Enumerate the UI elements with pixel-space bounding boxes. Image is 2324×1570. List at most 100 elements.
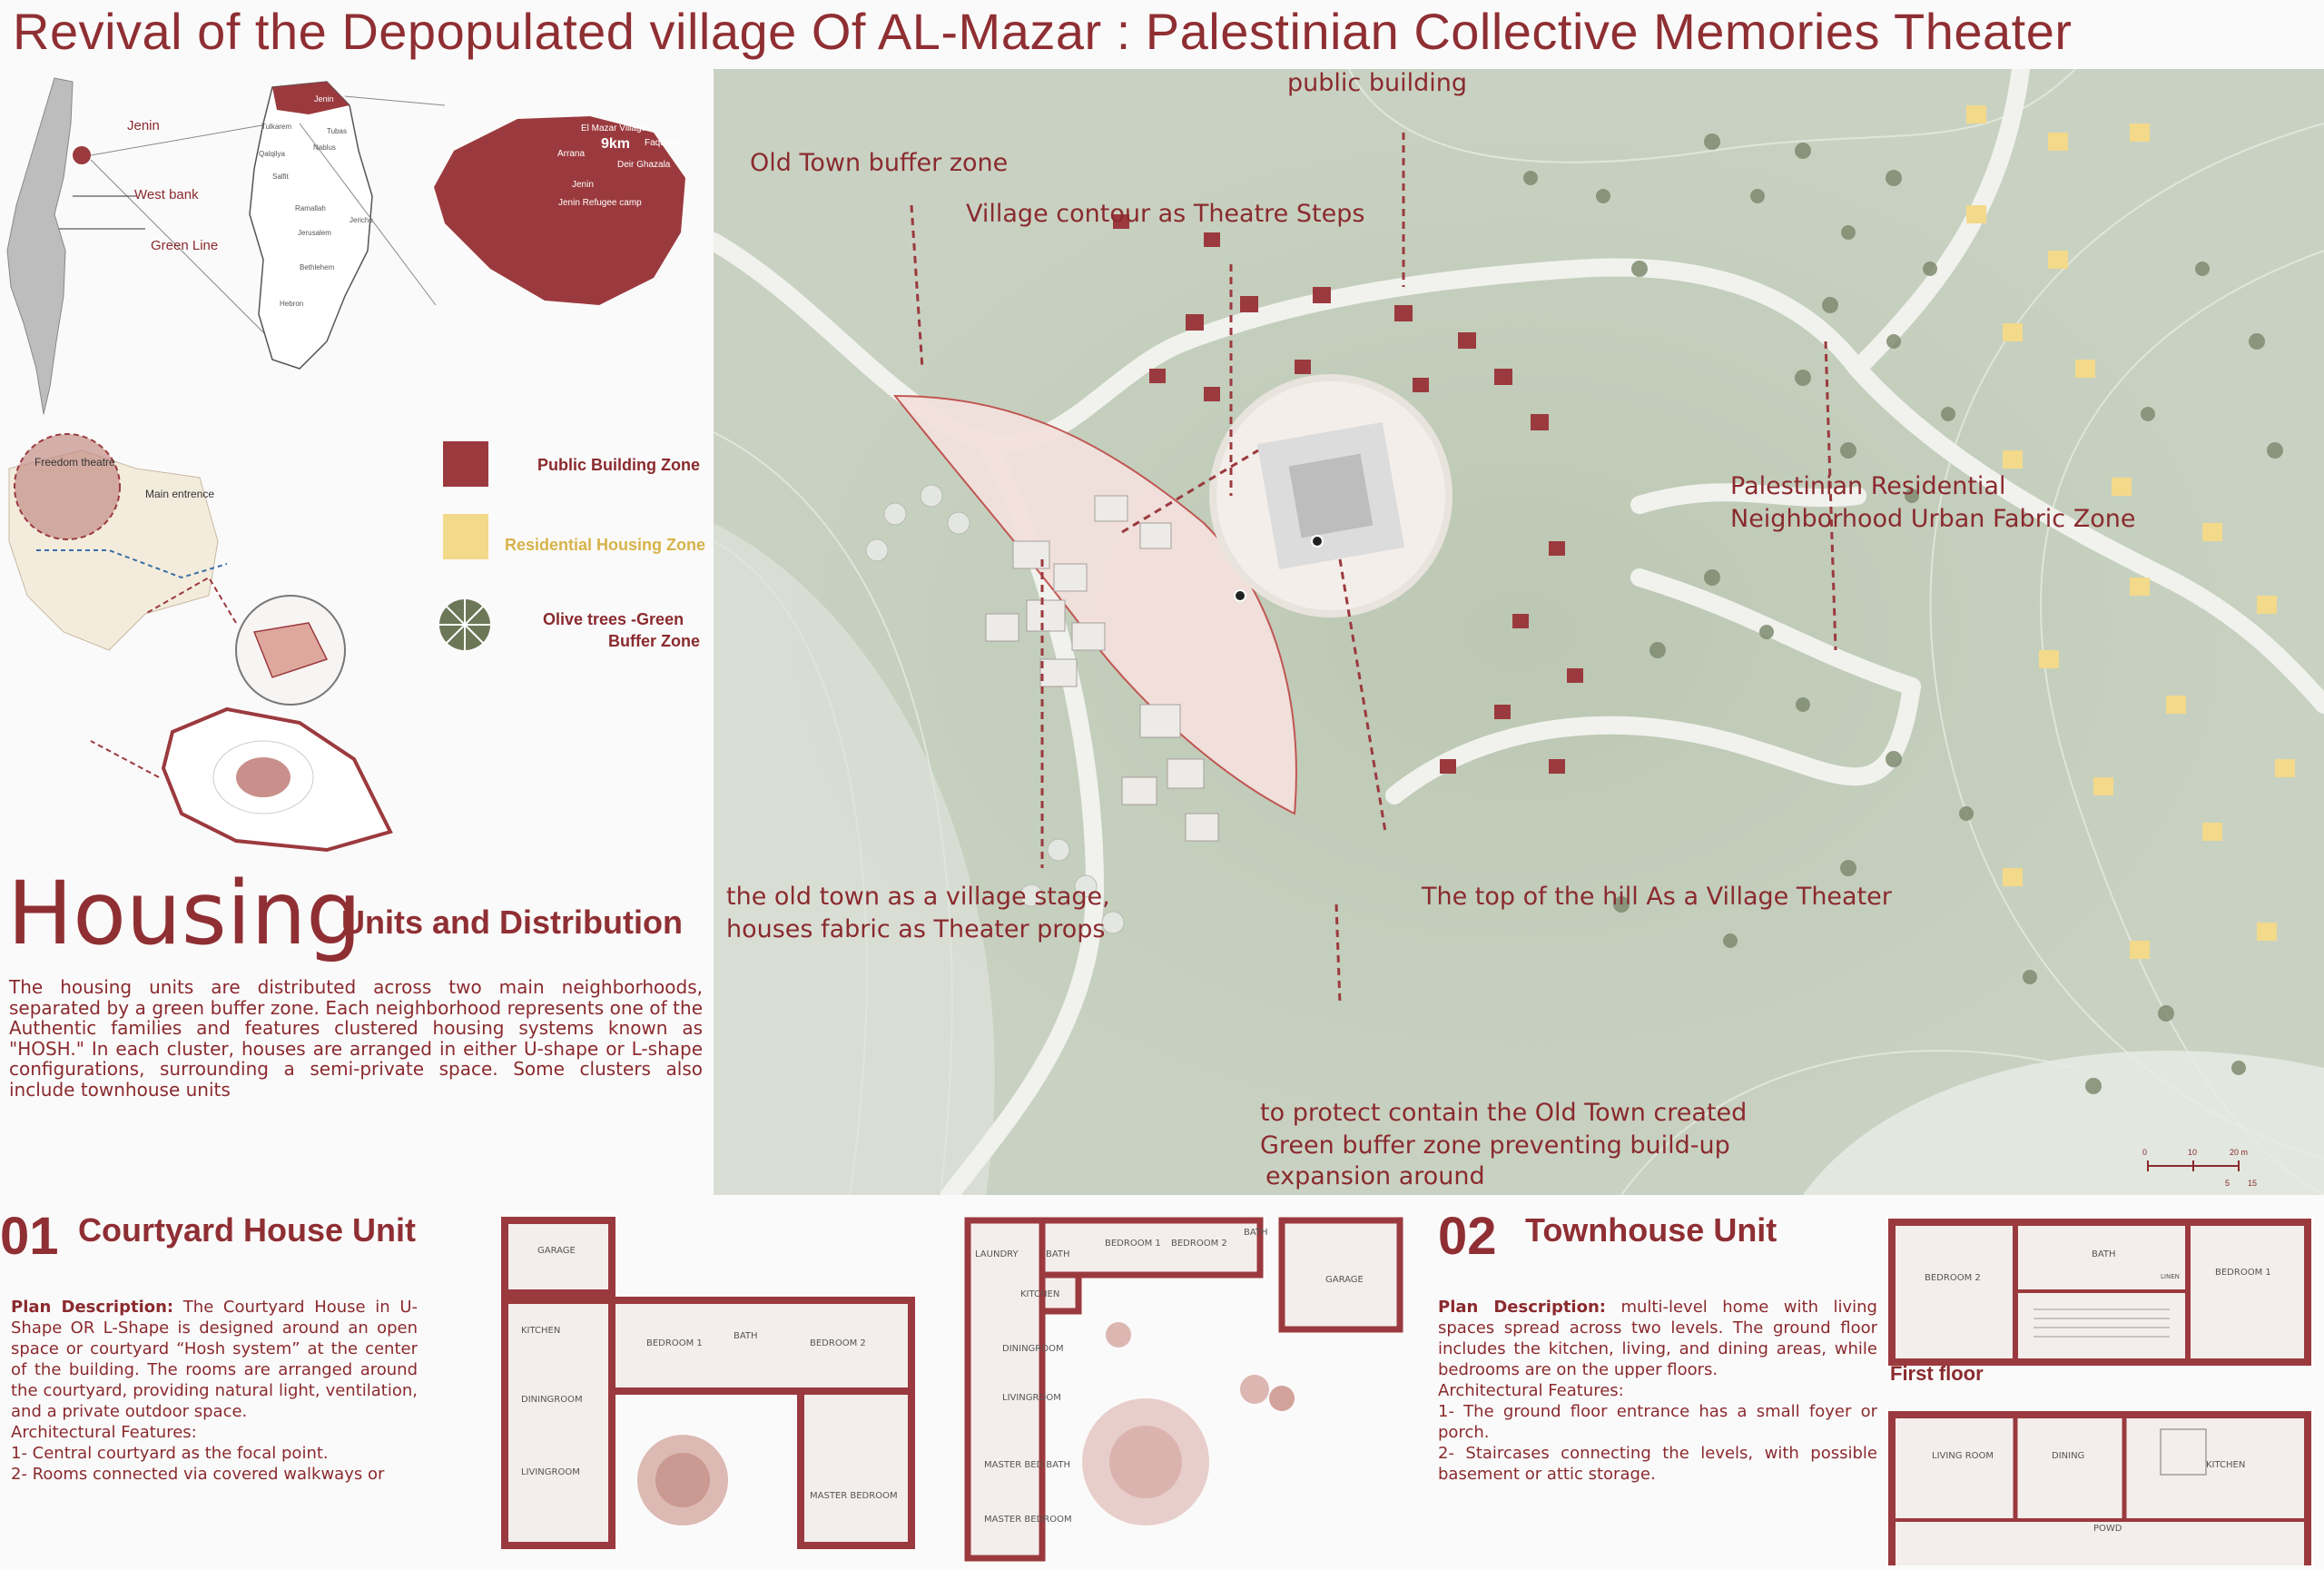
plan-b-laundry: LAUNDRY: [975, 1249, 1019, 1259]
map-label-greenline: Green Line: [151, 238, 219, 253]
westbank-map: [249, 81, 373, 370]
anno-old-town-1: the old town as a village stage,: [726, 883, 1110, 911]
anno-old-town-buffer: Old Town buffer zone: [750, 149, 1009, 177]
townhouse-ground-floor-plan: LIVING ROOM DINING KITCHEN POWD: [1888, 1411, 2311, 1570]
tg-powd: POWD: [2093, 1524, 2122, 1534]
unit1-feature-1: 1- Central courtyard as the focal point.: [11, 1444, 329, 1463]
unit2-description: Plan Description: multi-level home with …: [1438, 1297, 1877, 1485]
plan-a-livingroom: LIVINGROOM: [521, 1467, 580, 1477]
unit2-features-title: Architectural Features:: [1438, 1381, 1624, 1400]
map-label-elmazar: El Mazar Village: [581, 123, 647, 133]
site-plan-drawing: [714, 69, 2324, 1195]
housing-heading: Housing: [7, 863, 362, 964]
anno-protect-3: expansion around: [1265, 1162, 1485, 1190]
housing-subheading: Units and Distribution: [341, 903, 683, 941]
scale-label-20: 20 m: [2230, 1148, 2249, 1157]
unit2-number: 02: [1438, 1207, 1497, 1266]
map-label-jenin-city: Jenin: [572, 180, 594, 190]
map-label-tubas: Tubas: [327, 127, 347, 135]
map-label-bethlehem: Bethlehem: [300, 263, 335, 272]
unit2-feature-2: 2- Staircases connecting the levels, wit…: [1438, 1444, 1877, 1484]
plan-b-bedroom2: BEDROOM 2: [1171, 1239, 1227, 1249]
scale-label-15: 15: [2248, 1179, 2258, 1188]
plan-b-kitchen: KITCHEN: [1020, 1289, 1060, 1299]
unit1-description: Plan Description: The Courtyard House in…: [11, 1297, 418, 1485]
anno-protect-1: to protect contain the Old Town created: [1260, 1099, 1748, 1127]
plan-a-bedroom1: BEDROOM 1: [646, 1338, 703, 1348]
plan-b-bath-2: BATH: [1244, 1228, 1268, 1238]
anno-hilltop: The top of the hill As a Village Theater: [1422, 883, 1892, 911]
legend-label-olive-2: Buffer Zone: [608, 632, 700, 650]
unit1-desc-text: The Courtyard House in U-Shape OR L-Shap…: [11, 1298, 418, 1421]
unit1-desc-label: Plan Description:: [11, 1298, 174, 1317]
map-label-tulkarem: Tulkarem: [261, 123, 292, 131]
plan-b-livingroom: LIVINGROOM: [1002, 1393, 1061, 1403]
unit2-desc-label: Plan Description:: [1438, 1298, 1606, 1317]
tf-bath: BATH: [2092, 1249, 2116, 1259]
map-label-jericho: Jericho: [350, 216, 373, 224]
plan-a-garage: GARAGE: [537, 1246, 576, 1256]
anno-residential-1: Palestinian Residential: [1730, 472, 2006, 500]
map-label-hebron: Hebron: [280, 300, 304, 308]
plan-b-diningroom: DININGROOM: [1002, 1344, 1064, 1354]
unit2-desc-text: multi-level home with living spaces spre…: [1438, 1298, 1877, 1379]
map-label-freedom-theatre: Freedom theatre: [34, 456, 115, 469]
unit1-features-title: Architectural Features:: [11, 1423, 197, 1442]
anno-old-town-2: houses fabric as Theater props: [726, 915, 1106, 943]
courtyard-plan-b: LAUNDRY BATH BEDROOM 1 BEDROOM 2 BATH GA…: [964, 1217, 1409, 1562]
legend-swatch-public: [443, 441, 488, 487]
legend-label-olive-1: Olive trees -Green: [543, 610, 684, 628]
jenin-map: [434, 116, 685, 305]
plan-a-master-bedroom: MASTER BEDROOM: [810, 1491, 898, 1501]
map-label-faqqua: Faqqu'a: [645, 138, 677, 148]
scale-label-10: 10: [2188, 1148, 2198, 1157]
plan-b-garage: GARAGE: [1325, 1275, 1364, 1285]
map-label-main-entrance: Main entrence: [145, 488, 215, 500]
olive-tree-icon: [439, 599, 490, 650]
first-floor-label: First floor: [1890, 1362, 1984, 1385]
anno-public-building: public building: [1287, 69, 1467, 97]
plan-a-kitchen: KITCHEN: [521, 1326, 561, 1336]
tg-living-room: LIVING ROOM: [1932, 1451, 1994, 1461]
jenin-marker: [71, 144, 93, 166]
legend-swatch-residential: [443, 514, 488, 559]
map-label-ramallah: Ramallah: [295, 204, 326, 212]
map-label-arrana: Arrana: [557, 149, 586, 159]
unit1-number: 01: [0, 1207, 59, 1266]
tg-kitchen: KITCHEN: [2206, 1460, 2246, 1470]
location-maps: [6, 77, 685, 853]
unit1-title: Courtyard House Unit: [78, 1211, 417, 1249]
map-label-westbank: West bank: [134, 187, 199, 202]
page-title: Revival of the Depopulated village Of AL…: [13, 3, 2073, 60]
tf-bedroom1: BEDROOM 1: [2215, 1268, 2271, 1278]
plan-b-master-bedroom: MASTER BEDROOM: [984, 1515, 1072, 1525]
legend-label-public: Public Building Zone: [537, 456, 700, 474]
plan-a-bath: BATH: [734, 1331, 758, 1341]
site-plan: 5 15 0 10 20 m: [714, 69, 2324, 1195]
plan-a-diningroom: DININGROOM: [521, 1395, 583, 1405]
map-label-jerusalem: Jerusalem: [298, 229, 331, 237]
map-label-qalqilya: Qalqilya: [259, 150, 285, 158]
unit1-feature-2: 2- Rooms connected via covered walkways …: [11, 1465, 385, 1484]
map-label-deir-ghazala: Deir Ghazala: [617, 160, 671, 170]
scale-label-0: 0: [2142, 1148, 2148, 1157]
tg-dining: DINING: [2052, 1451, 2085, 1461]
plan-b-bath-1: BATH: [1046, 1249, 1070, 1259]
map-label-jenin: Jenin: [127, 118, 160, 133]
tf-bedroom2: BEDROOM 2: [1925, 1273, 1981, 1283]
townhouse-first-floor-plan: BEDROOM 2 BATH BEDROOM 1 LINEN: [1888, 1219, 2311, 1366]
anno-residential-2: Neighborhood Urban Fabric Zone: [1730, 505, 2136, 533]
unit2-title: Townhouse Unit: [1525, 1211, 1777, 1249]
map-label-refugee-camp: Jenin Refugee camp: [558, 198, 642, 208]
tf-linen: LINEN: [2161, 1273, 2180, 1280]
anno-village-contour: Village contour as Theatre Steps: [966, 200, 1365, 228]
map-label-distance: 9km: [601, 136, 631, 152]
plan-b-bedroom1: BEDROOM 1: [1105, 1239, 1161, 1249]
map-label-wb-jenin: Jenin: [314, 94, 334, 104]
plan-a-bedroom2: BEDROOM 2: [810, 1338, 866, 1348]
courtyard-plan-a: GARAGE KITCHEN DININGROOM LIVINGROOM BED…: [501, 1217, 917, 1553]
map-label-salfit: Salfit: [272, 173, 289, 181]
unit2-feature-1: 1- The ground floor entrance has a small…: [1438, 1402, 1877, 1442]
housing-description: The housing units are distributed across…: [9, 976, 703, 1101]
map-label-nablus: Nablus: [313, 143, 336, 152]
